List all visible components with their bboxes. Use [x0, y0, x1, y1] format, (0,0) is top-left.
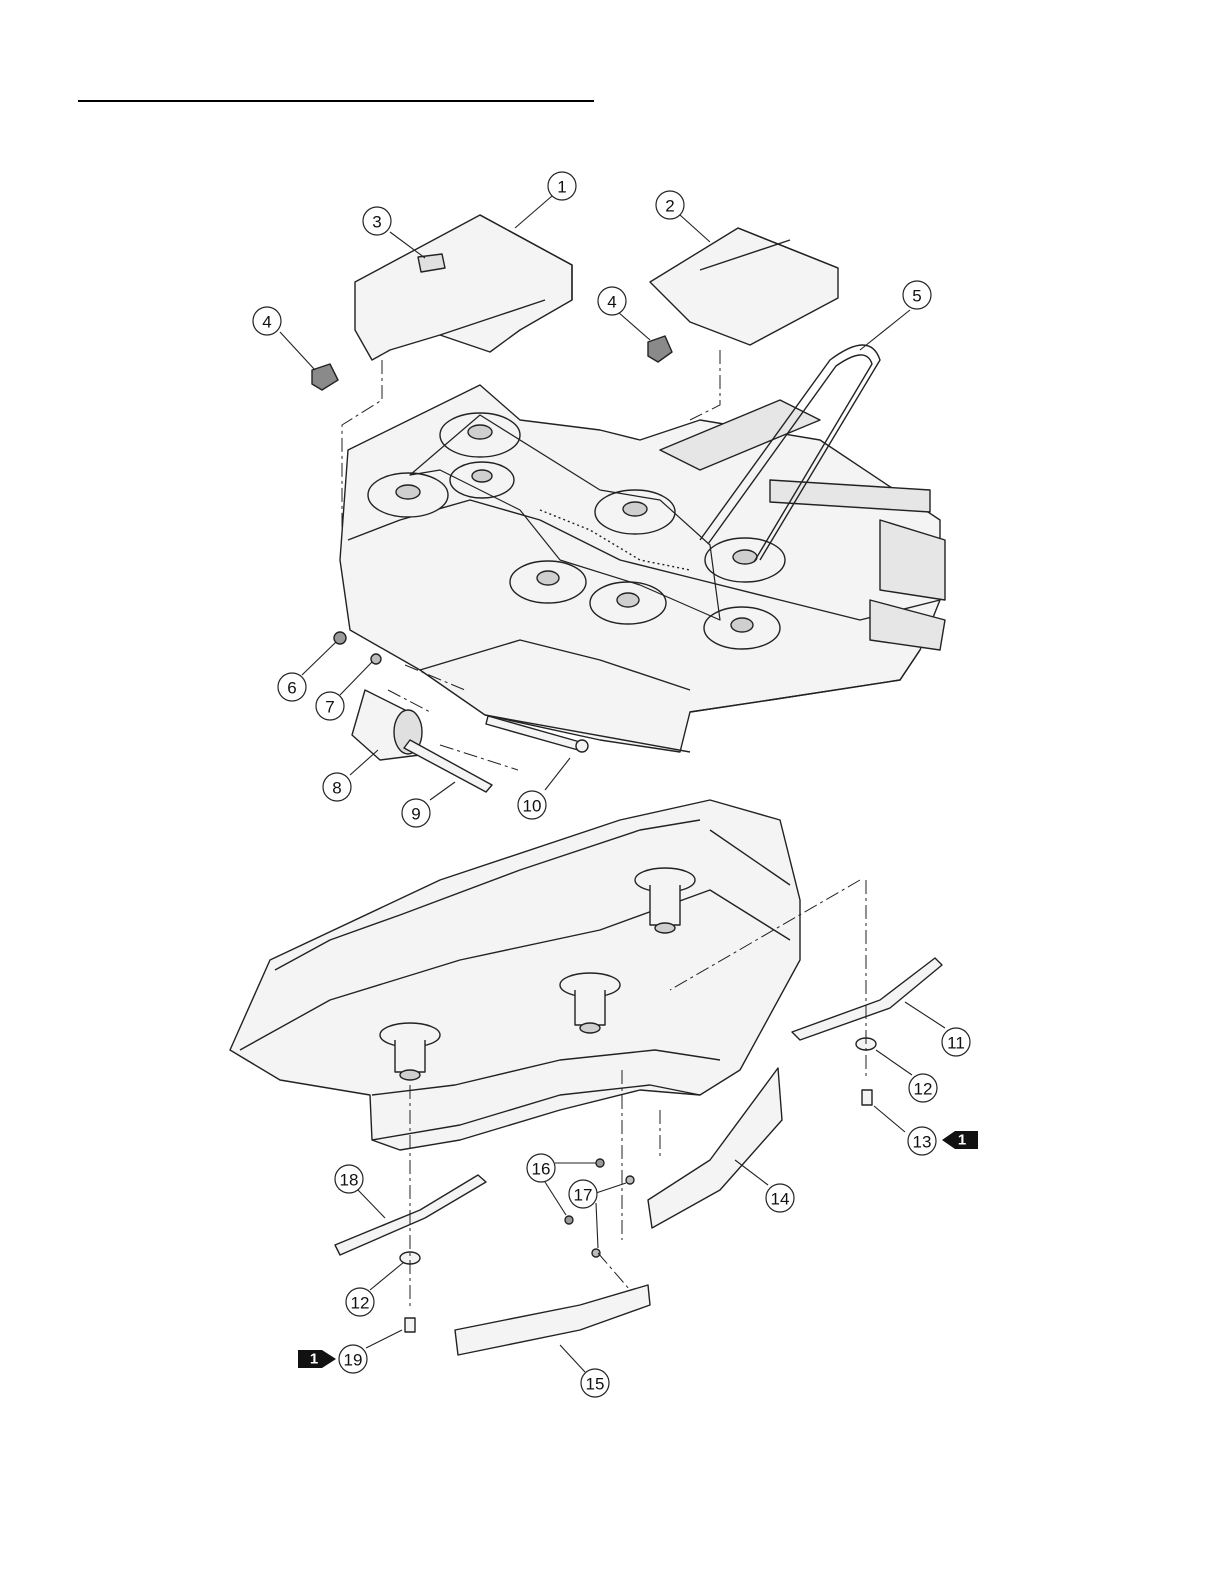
callout-c1: 1 — [548, 172, 576, 200]
blade-11 — [792, 958, 942, 1040]
callout-c10: 10 — [518, 791, 546, 819]
callout-label: 12 — [914, 1080, 933, 1099]
callout-label: 2 — [665, 197, 674, 216]
callout-c3: 3 — [363, 207, 391, 235]
callout-c13: 13 — [908, 1127, 936, 1155]
note-flag-13-label: 1 — [958, 1132, 966, 1149]
callout-c7: 7 — [316, 692, 344, 720]
callout-label: 3 — [372, 213, 381, 232]
washer-7 — [371, 654, 381, 664]
baffle-15 — [455, 1285, 650, 1355]
callout-label: 15 — [586, 1375, 605, 1394]
note-flag-13: 1 — [942, 1131, 978, 1149]
note-flag-19-label: 1 — [310, 1351, 318, 1368]
right-belt-cover — [650, 228, 838, 345]
pulley-8 — [704, 607, 780, 649]
callout-label: 9 — [411, 805, 420, 824]
pulley-2 — [368, 473, 448, 517]
callout-c9: 9 — [402, 799, 430, 827]
callout-c2: 2 — [656, 191, 684, 219]
bolt-19 — [405, 1318, 415, 1332]
knob-right — [648, 336, 672, 362]
callout-c5: 5 — [903, 281, 931, 309]
callout-label: 11 — [947, 1034, 965, 1053]
callout-label: 4 — [262, 313, 271, 332]
callout-label: 16 — [532, 1160, 551, 1179]
pulley-7 — [705, 538, 785, 582]
callout-label: 14 — [771, 1190, 790, 1209]
pulley-4 — [595, 490, 675, 534]
callout-label: 4 — [607, 293, 616, 312]
decal-3 — [418, 254, 445, 272]
callout-label: 18 — [340, 1171, 359, 1190]
bolt-13 — [862, 1090, 872, 1105]
callout-label: 6 — [287, 679, 296, 698]
callout-label: 13 — [913, 1133, 932, 1152]
callout-c16: 16 — [527, 1154, 555, 1182]
callout-label: 12 — [351, 1294, 370, 1313]
callout-c8: 8 — [323, 773, 351, 801]
callout-c19: 19 — [339, 1345, 367, 1373]
callout-label: 7 — [325, 698, 334, 717]
callout-c18: 18 — [335, 1165, 363, 1193]
callout-c15: 15 — [581, 1369, 609, 1397]
callout-label: 5 — [912, 287, 921, 306]
callout-label: 1 — [557, 178, 566, 197]
callout-label: 10 — [523, 797, 542, 816]
knob-left — [312, 364, 338, 390]
pulley-6 — [590, 582, 666, 624]
callout-c6: 6 — [278, 673, 306, 701]
callout-label: 8 — [332, 779, 341, 798]
callout-c12a: 12 — [909, 1074, 937, 1102]
pulley-1 — [440, 413, 520, 457]
leader-lines — [280, 196, 945, 1372]
left-belt-cover — [355, 215, 572, 360]
lower-deck-underside — [230, 800, 800, 1150]
callout-c4b: 4 — [598, 287, 626, 315]
callout-label: 17 — [574, 1186, 593, 1205]
upper-deck-assembly — [340, 385, 945, 752]
pulley-5 — [510, 561, 586, 603]
callout-label: 19 — [344, 1351, 363, 1370]
callout-c17: 17 — [569, 1180, 597, 1208]
callout-c11: 11 — [942, 1028, 970, 1056]
callout-c14: 14 — [766, 1184, 794, 1212]
callout-c4a: 4 — [253, 307, 281, 335]
note-flag-19: 1 — [298, 1350, 336, 1368]
callout-c12b: 12 — [346, 1288, 374, 1316]
